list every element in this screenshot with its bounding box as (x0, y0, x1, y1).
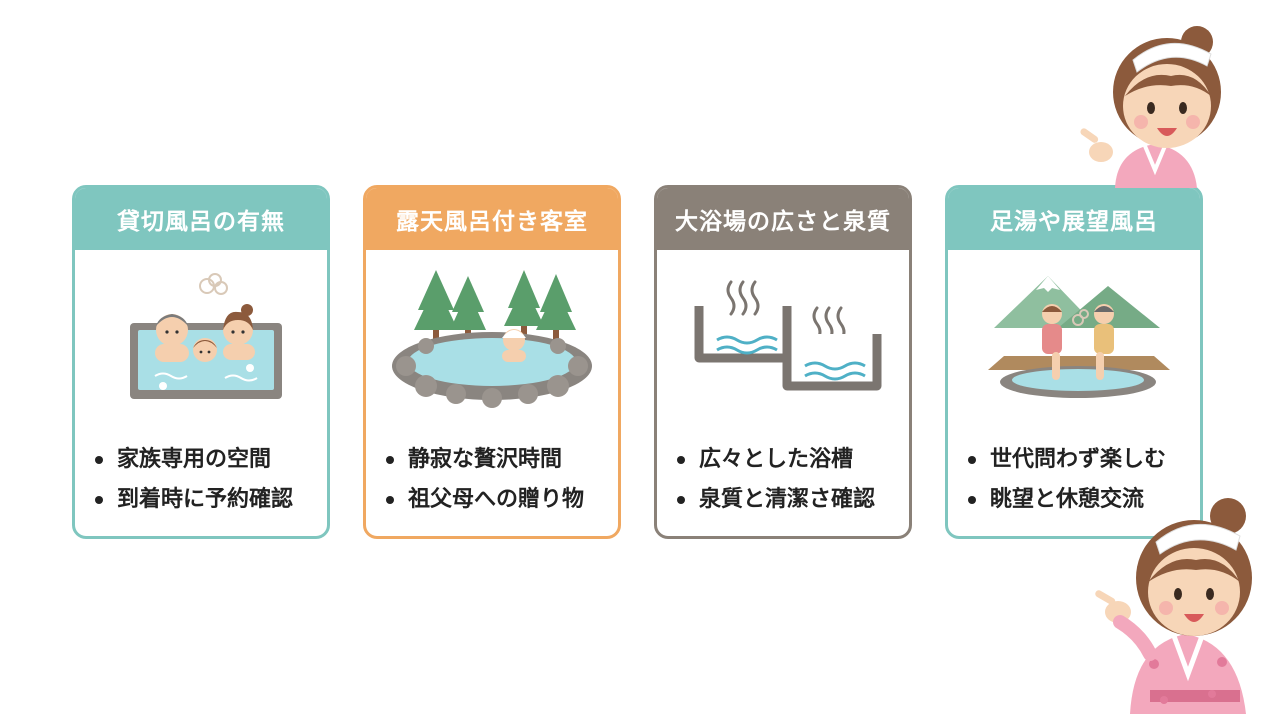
list-item: 祖父母への贈り物 (386, 480, 584, 520)
card-large-bath: 大浴場の広さと泉質 (654, 185, 912, 539)
card-private-bath: 貸切風呂の有無 (72, 185, 330, 539)
list-item: 静寂な贅沢時間 (386, 440, 584, 480)
large-bath-steam-icon (657, 258, 909, 408)
card-header: 足湯や展望風呂 (948, 188, 1200, 250)
family-bath-icon (75, 258, 327, 408)
card-list: 広々とした浴槽 泉質と清潔さ確認 (677, 440, 875, 520)
mascot-top-right (1075, 20, 1235, 188)
card-room-outdoor-bath: 露天風呂付き客室 (363, 185, 621, 539)
card-header: 貸切風呂の有無 (75, 188, 327, 250)
outdoor-bath-forest-icon (366, 258, 618, 408)
list-item: 到着時に予約確認 (95, 480, 293, 520)
card-title: 大浴場の広さと泉質 (675, 209, 891, 235)
footbath-mountain-icon (948, 258, 1200, 408)
card-footbath-view-bath: 足湯や展望風呂 (945, 185, 1203, 539)
card-list: 世代問わず楽しむ 眺望と休憩交流 (968, 440, 1166, 520)
card-title: 足湯や展望風呂 (990, 209, 1158, 235)
card-header: 露天風呂付き客室 (366, 188, 618, 250)
list-item: 眺望と休憩交流 (968, 480, 1166, 520)
mascot-bottom-right (1090, 494, 1260, 714)
card-list: 静寂な贅沢時間 祖父母への贈り物 (386, 440, 584, 520)
card-list: 家族専用の空間 到着時に予約確認 (95, 440, 293, 520)
list-item: 泉質と清潔さ確認 (677, 480, 875, 520)
card-title: 貸切風呂の有無 (117, 209, 285, 235)
card-title: 露天風呂付き客室 (396, 209, 588, 235)
list-item: 家族専用の空間 (95, 440, 293, 480)
feature-cards: 貸切風呂の有無 (72, 185, 1212, 541)
card-header: 大浴場の広さと泉質 (657, 188, 909, 250)
list-item: 広々とした浴槽 (677, 440, 875, 480)
list-item: 世代問わず楽しむ (968, 440, 1166, 480)
